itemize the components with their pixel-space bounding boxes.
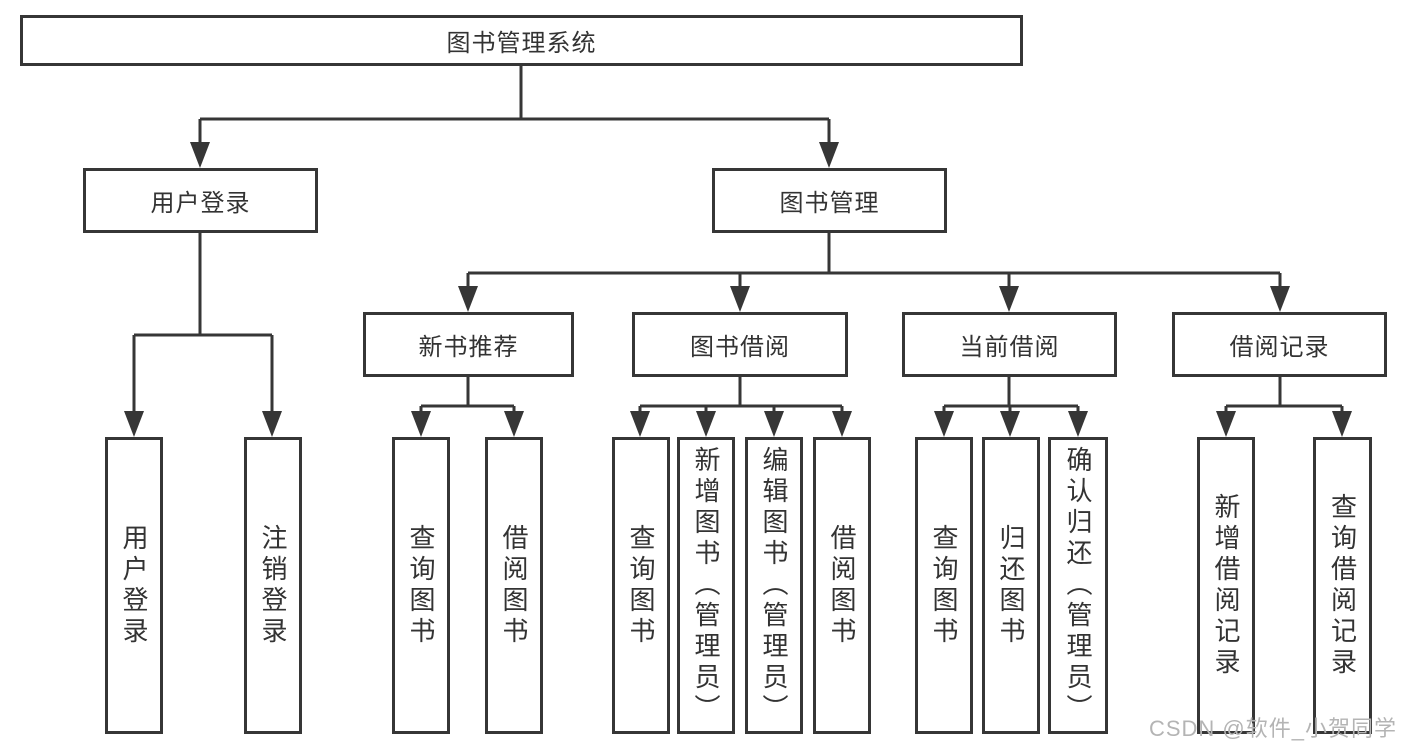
- connector-user-login-branch: [124, 233, 282, 437]
- node-book-management: 图书管理: [712, 168, 947, 233]
- node-current-borrow: 当前借阅: [902, 312, 1117, 377]
- leaf-borrow-books-2: 借阅图书: [813, 437, 871, 734]
- node-book-borrow: 图书借阅: [632, 312, 848, 377]
- leaf-borrow-books-1: 借阅图书: [485, 437, 543, 734]
- connector-borrow-records-branch: [1216, 377, 1352, 437]
- leaf-confirm-return-admin-label: 确认归还（管理员）: [1063, 446, 1093, 725]
- leaf-query-books-3: 查询图书: [915, 437, 973, 734]
- node-root: 图书管理系统: [20, 15, 1023, 66]
- leaf-logout: 注销登录: [244, 437, 302, 734]
- node-book-borrow-label: 图书借阅: [690, 334, 790, 361]
- leaf-borrow-books-2-label: 借阅图书: [827, 523, 857, 648]
- connector-current-borrow-branch: [934, 377, 1088, 437]
- leaf-user-login: 用户登录: [105, 437, 163, 734]
- node-new-book-recommend: 新书推荐: [363, 312, 574, 377]
- leaf-add-borrow-record-label: 新增借阅记录: [1211, 492, 1241, 679]
- leaf-add-book-admin-label: 新增图书（管理员）: [691, 446, 721, 725]
- node-user-login-label: 用户登录: [150, 190, 251, 217]
- node-new-book-recommend-label: 新书推荐: [418, 334, 519, 361]
- node-user-login: 用户登录: [83, 168, 318, 233]
- node-root-label: 图书管理系统: [446, 30, 597, 57]
- connector-new-book-branch: [411, 377, 524, 437]
- leaf-query-books-2: 查询图书: [612, 437, 670, 734]
- leaf-query-books-1-label: 查询图书: [406, 523, 436, 648]
- node-borrow-records: 借阅记录: [1172, 312, 1387, 377]
- connector-book-management-branch: [458, 233, 1290, 312]
- leaf-user-login-label: 用户登录: [119, 523, 149, 648]
- connector-book-borrow-branch: [630, 377, 852, 437]
- leaf-borrow-books-1-label: 借阅图书: [499, 523, 529, 648]
- node-current-borrow-label: 当前借阅: [959, 334, 1060, 361]
- leaf-query-books-3-label: 查询图书: [929, 523, 959, 648]
- leaf-return-book: 归还图书: [982, 437, 1040, 734]
- leaf-query-books-1: 查询图书: [392, 437, 450, 734]
- node-book-management-label: 图书管理: [779, 190, 880, 217]
- leaf-confirm-return-admin: 确认归还（管理员）: [1048, 437, 1108, 734]
- leaf-query-borrow-record-label: 查询借阅记录: [1327, 492, 1358, 679]
- leaf-query-books-2-label: 查询图书: [626, 523, 656, 648]
- leaf-logout-label: 注销登录: [258, 523, 288, 648]
- connector-root-to-level2: [190, 66, 839, 168]
- leaf-edit-book-admin: 编辑图书（管理员）: [745, 437, 803, 734]
- leaf-add-borrow-record: 新增借阅记录: [1197, 437, 1255, 734]
- leaf-edit-book-admin-label: 编辑图书（管理员）: [759, 446, 789, 725]
- leaf-query-borrow-record: 查询借阅记录: [1313, 437, 1372, 734]
- leaf-add-book-admin: 新增图书（管理员）: [677, 437, 735, 734]
- leaf-return-book-label: 归还图书: [996, 523, 1026, 648]
- watermark-text: CSDN @软件_小贺同学: [1148, 716, 1397, 741]
- node-borrow-records-label: 借阅记录: [1229, 334, 1330, 361]
